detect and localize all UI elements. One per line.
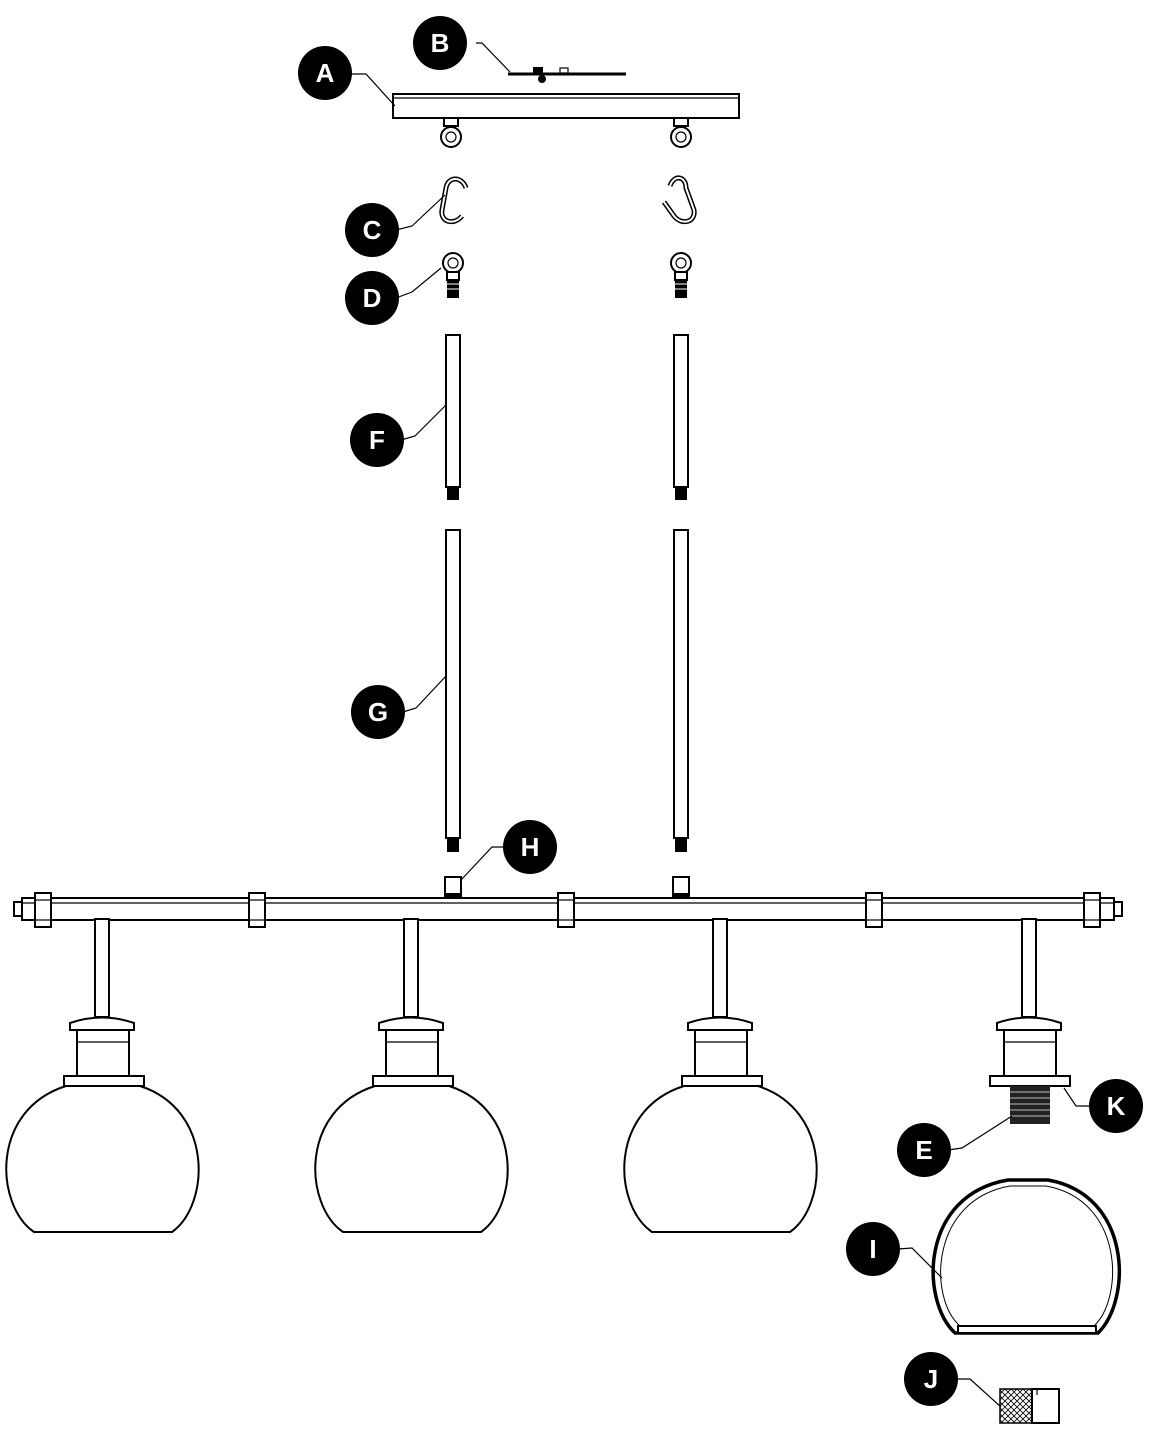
callout-a: A [298,46,352,100]
pendant-4-socket [989,918,1071,1087]
pendant-1 [5,918,200,1233]
callout-k-label: K [1107,1091,1126,1121]
callout-b: B [413,16,467,70]
callout-h-label: H [521,832,540,862]
screw-collar [999,1388,1060,1424]
coupler-right [672,876,690,898]
callout-d: D [345,271,399,325]
callout-f-label: F [369,425,385,455]
canopy-plate [392,93,740,119]
callout-h: H [503,820,557,874]
pendant-2 [314,918,509,1233]
s-hook-right [661,175,697,225]
callout-e: E [897,1123,951,1177]
short-rod-left [445,334,461,500]
s-hook-left [439,176,469,225]
callout-i-label: I [869,1234,876,1264]
callout-c-label: C [363,215,382,245]
long-rod-left [445,529,461,852]
callout-j: J [904,1352,958,1406]
canopy-loop-right [670,117,692,148]
pendant-3 [623,918,818,1233]
threaded-socket [1010,1086,1050,1124]
long-rod-right [673,529,689,852]
loop-nipple-right [670,252,692,298]
mounting-strap [508,67,626,83]
callout-i: I [846,1222,900,1276]
callout-d-label: D [363,283,382,313]
callout-j-label: J [924,1364,938,1394]
callout-b-label: B [431,28,450,58]
callout-a-label: A [316,58,335,88]
callout-g-label: G [368,697,388,727]
callout-k: K [1089,1079,1143,1133]
callout-c: C [345,203,399,257]
short-rod-right [673,334,689,500]
bar-collars [34,892,1101,928]
callout-g: G [351,685,405,739]
callout-f: F [350,413,404,467]
leader-lines [347,42,1090,1408]
coupler-left [444,876,462,898]
loop-nipple-left [442,252,464,298]
callout-e-label: E [915,1135,932,1165]
glass-shade [931,1178,1122,1335]
canopy-loop-left [440,117,462,148]
